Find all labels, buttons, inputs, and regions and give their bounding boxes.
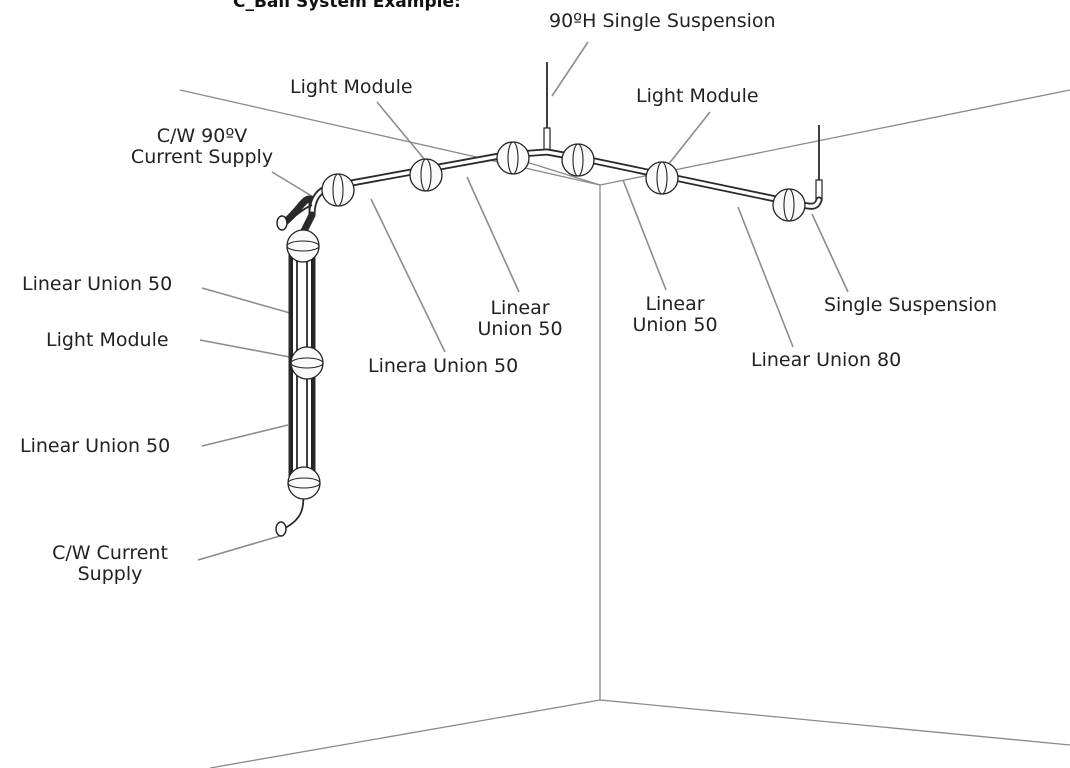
label-light-module-3: Light Module — [46, 329, 169, 351]
diagram-title: C_Ball System Example: — [233, 0, 461, 12]
label-linear-union-50-b: Linear Union 50 — [20, 435, 171, 457]
label-single-suspension: Single Suspension — [824, 294, 998, 316]
ball-9 — [287, 466, 321, 500]
leader-light-module-2 — [663, 111, 711, 171]
leader-linera-union-50 — [370, 198, 446, 353]
rail-inner — [310, 150, 821, 217]
wall-top-edge — [519, 159, 601, 186]
label-linear-union-50-c: Linear Union 50 — [477, 297, 563, 340]
room-walls — [179, 89, 1070, 768]
ball-3 — [496, 141, 530, 175]
leader-linear-union-50-b — [201, 424, 289, 447]
leader-linear-union-50-d — [622, 179, 667, 291]
current-supplies — [275, 215, 288, 537]
label-light-module-1: Light Module — [290, 76, 413, 98]
rail-outline — [281, 148, 823, 226]
leader-light-module-3 — [199, 339, 296, 359]
ball-2 — [409, 158, 443, 192]
leader-single-suspension — [811, 213, 849, 293]
label-linear-union-80: Linear Union 80 — [751, 349, 902, 371]
leader-linear-union-50-c — [466, 176, 520, 293]
ball-6 — [772, 188, 806, 222]
ball-5 — [645, 161, 679, 195]
label-linera-union-50: Linera Union 50 — [368, 355, 519, 377]
label-90h-single-suspension: 90ºH Single Suspension — [549, 10, 776, 32]
light-modules — [286, 141, 806, 500]
leader-light-module-1 — [376, 101, 426, 161]
leader-linear-union-50-a — [201, 287, 291, 314]
floor-line-left — [209, 699, 601, 768]
label-cw-90v-current-supply: C/W 90ºV Current Supply — [130, 125, 274, 168]
wall-line-ceiling-right — [599, 89, 1070, 186]
leader-linear-union-80 — [737, 206, 794, 348]
leader-suspension-90h — [551, 41, 589, 97]
leader-lines — [197, 41, 849, 561]
ball-4 — [561, 143, 595, 177]
supply-cap-bottom — [275, 521, 287, 537]
leader-cw-supply — [197, 534, 284, 561]
floor-line-right — [599, 699, 1070, 746]
label-cw-current-supply: C/W Current Supply — [52, 542, 168, 585]
label-linear-union-50-a: Linear Union 50 — [22, 273, 173, 295]
label-linear-union-50-d: Linear Union 50 — [632, 293, 718, 336]
supply-cap-top — [276, 215, 288, 231]
ball-7 — [286, 229, 320, 263]
label-light-module-2: Light Module — [636, 85, 759, 107]
wall-line-ceiling-left — [179, 89, 601, 186]
ball-1 — [321, 173, 355, 207]
ball-8 — [290, 346, 324, 380]
suspension-fitting-90h — [543, 127, 551, 151]
leader-cw-90v-supply — [271, 171, 316, 199]
